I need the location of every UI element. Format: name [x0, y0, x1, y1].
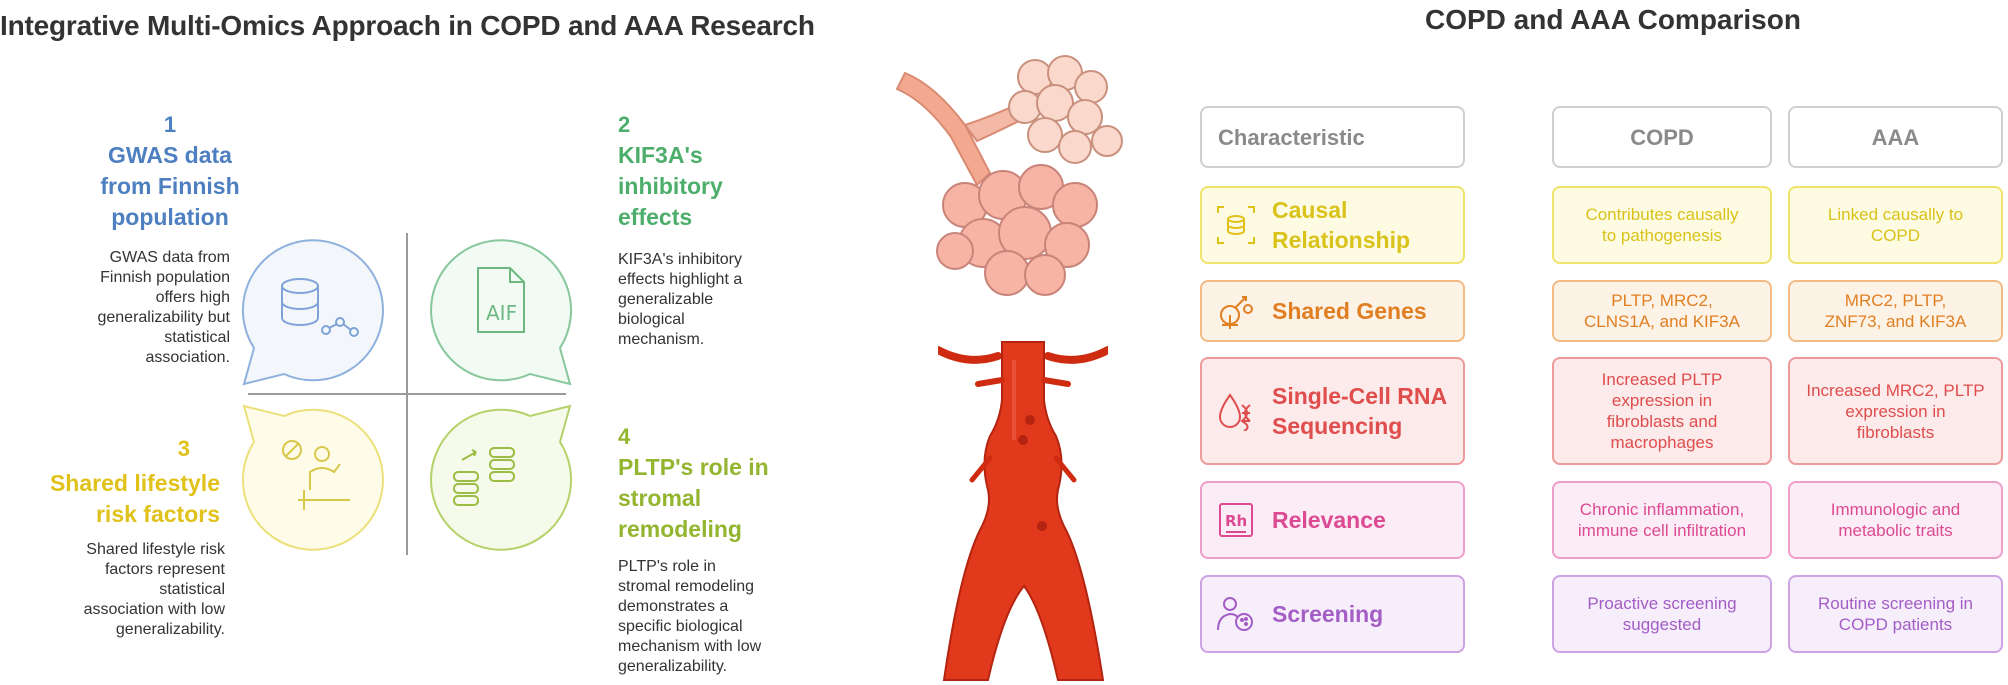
quadrant-1-text: 1 GWAS data from Finnish population [60, 112, 280, 233]
row-shared-genes-aaa: MRC2, PLTP,ZNF73, and KIF3A [1788, 280, 2003, 342]
aif-file-icon: AIF [430, 239, 573, 386]
quadrant-axis-horizontal [248, 393, 566, 395]
left-title: Integrative Multi-Omics Approach in COPD… [0, 10, 815, 41]
quadrant-2-heading: KIF3A's [618, 142, 703, 168]
row-screening-label: Screening [1200, 575, 1465, 653]
quadrant-4-heading: PLTP's role in [618, 454, 769, 480]
person-screening-icon [1217, 597, 1253, 631]
database-network-icon [241, 239, 384, 386]
quadrant-1-desc: GWAS data from Finnish population offers… [97, 249, 230, 366]
svg-text:Rh: Rh [1225, 512, 1247, 530]
row-shared-genes-copd: PLTP, MRC2,CLNS1A, and KIF3A [1552, 280, 1772, 342]
database-sync-icon [430, 404, 573, 551]
gene-tree-icon [1220, 296, 1253, 329]
header-aaa: AAA [1788, 106, 2003, 168]
lung-alveoli-illustration [895, 55, 1123, 296]
header-copd: COPD [1552, 106, 1772, 168]
quadrant-4-number: 4 [618, 424, 631, 449]
row-shared-genes-label: Shared Genes [1200, 280, 1465, 342]
quadrant-3-number: 3 [177, 436, 190, 461]
right-title: COPD and AAA Comparison [1425, 4, 1801, 35]
quadrant-4-desc: PLTP's role in stromal remodeling demons… [618, 558, 762, 675]
row-relevance-label: Rh Relevance [1200, 481, 1465, 559]
aif-label: AIF [486, 301, 517, 325]
quadrant-3-text: 3 Shared lifestyle risk factors [20, 436, 220, 530]
row-relevance-copd: Chronic inflammation,immune cell infiltr… [1552, 481, 1772, 559]
droplet-dna-icon [1218, 393, 1251, 431]
aorta-illustration [938, 341, 1108, 681]
database-scan-icon [1217, 206, 1255, 244]
quadrant-2-text: 2 KIF3A's inhibitory effects [618, 112, 818, 233]
quadrant-bubbles: AIF [241, 239, 573, 551]
quadrant-4-text: 4 PLTP's role in stromal remodeling [618, 424, 818, 545]
row-causal-relationship-label: Causal Relationship [1200, 186, 1465, 264]
quadrant-1-number: 1 [163, 112, 177, 137]
header-characteristic: Characteristic [1200, 106, 1465, 168]
quadrant-3-desc: Shared lifestyle risk factors represent … [83, 541, 225, 638]
quadrant-2-number: 2 [618, 112, 631, 137]
quadrant-2-desc: KIF3A's inhibitory effects highlight a g… [618, 251, 743, 348]
element-rh-icon: Rh [1219, 503, 1253, 537]
quadrant-1-heading: GWAS data [108, 142, 232, 168]
quadrant-3-heading: Shared lifestyle [49, 470, 220, 496]
row-single-cell-label: Single-Cell RNA Sequencing [1200, 357, 1465, 465]
person-no-smoking-icon [241, 404, 384, 551]
